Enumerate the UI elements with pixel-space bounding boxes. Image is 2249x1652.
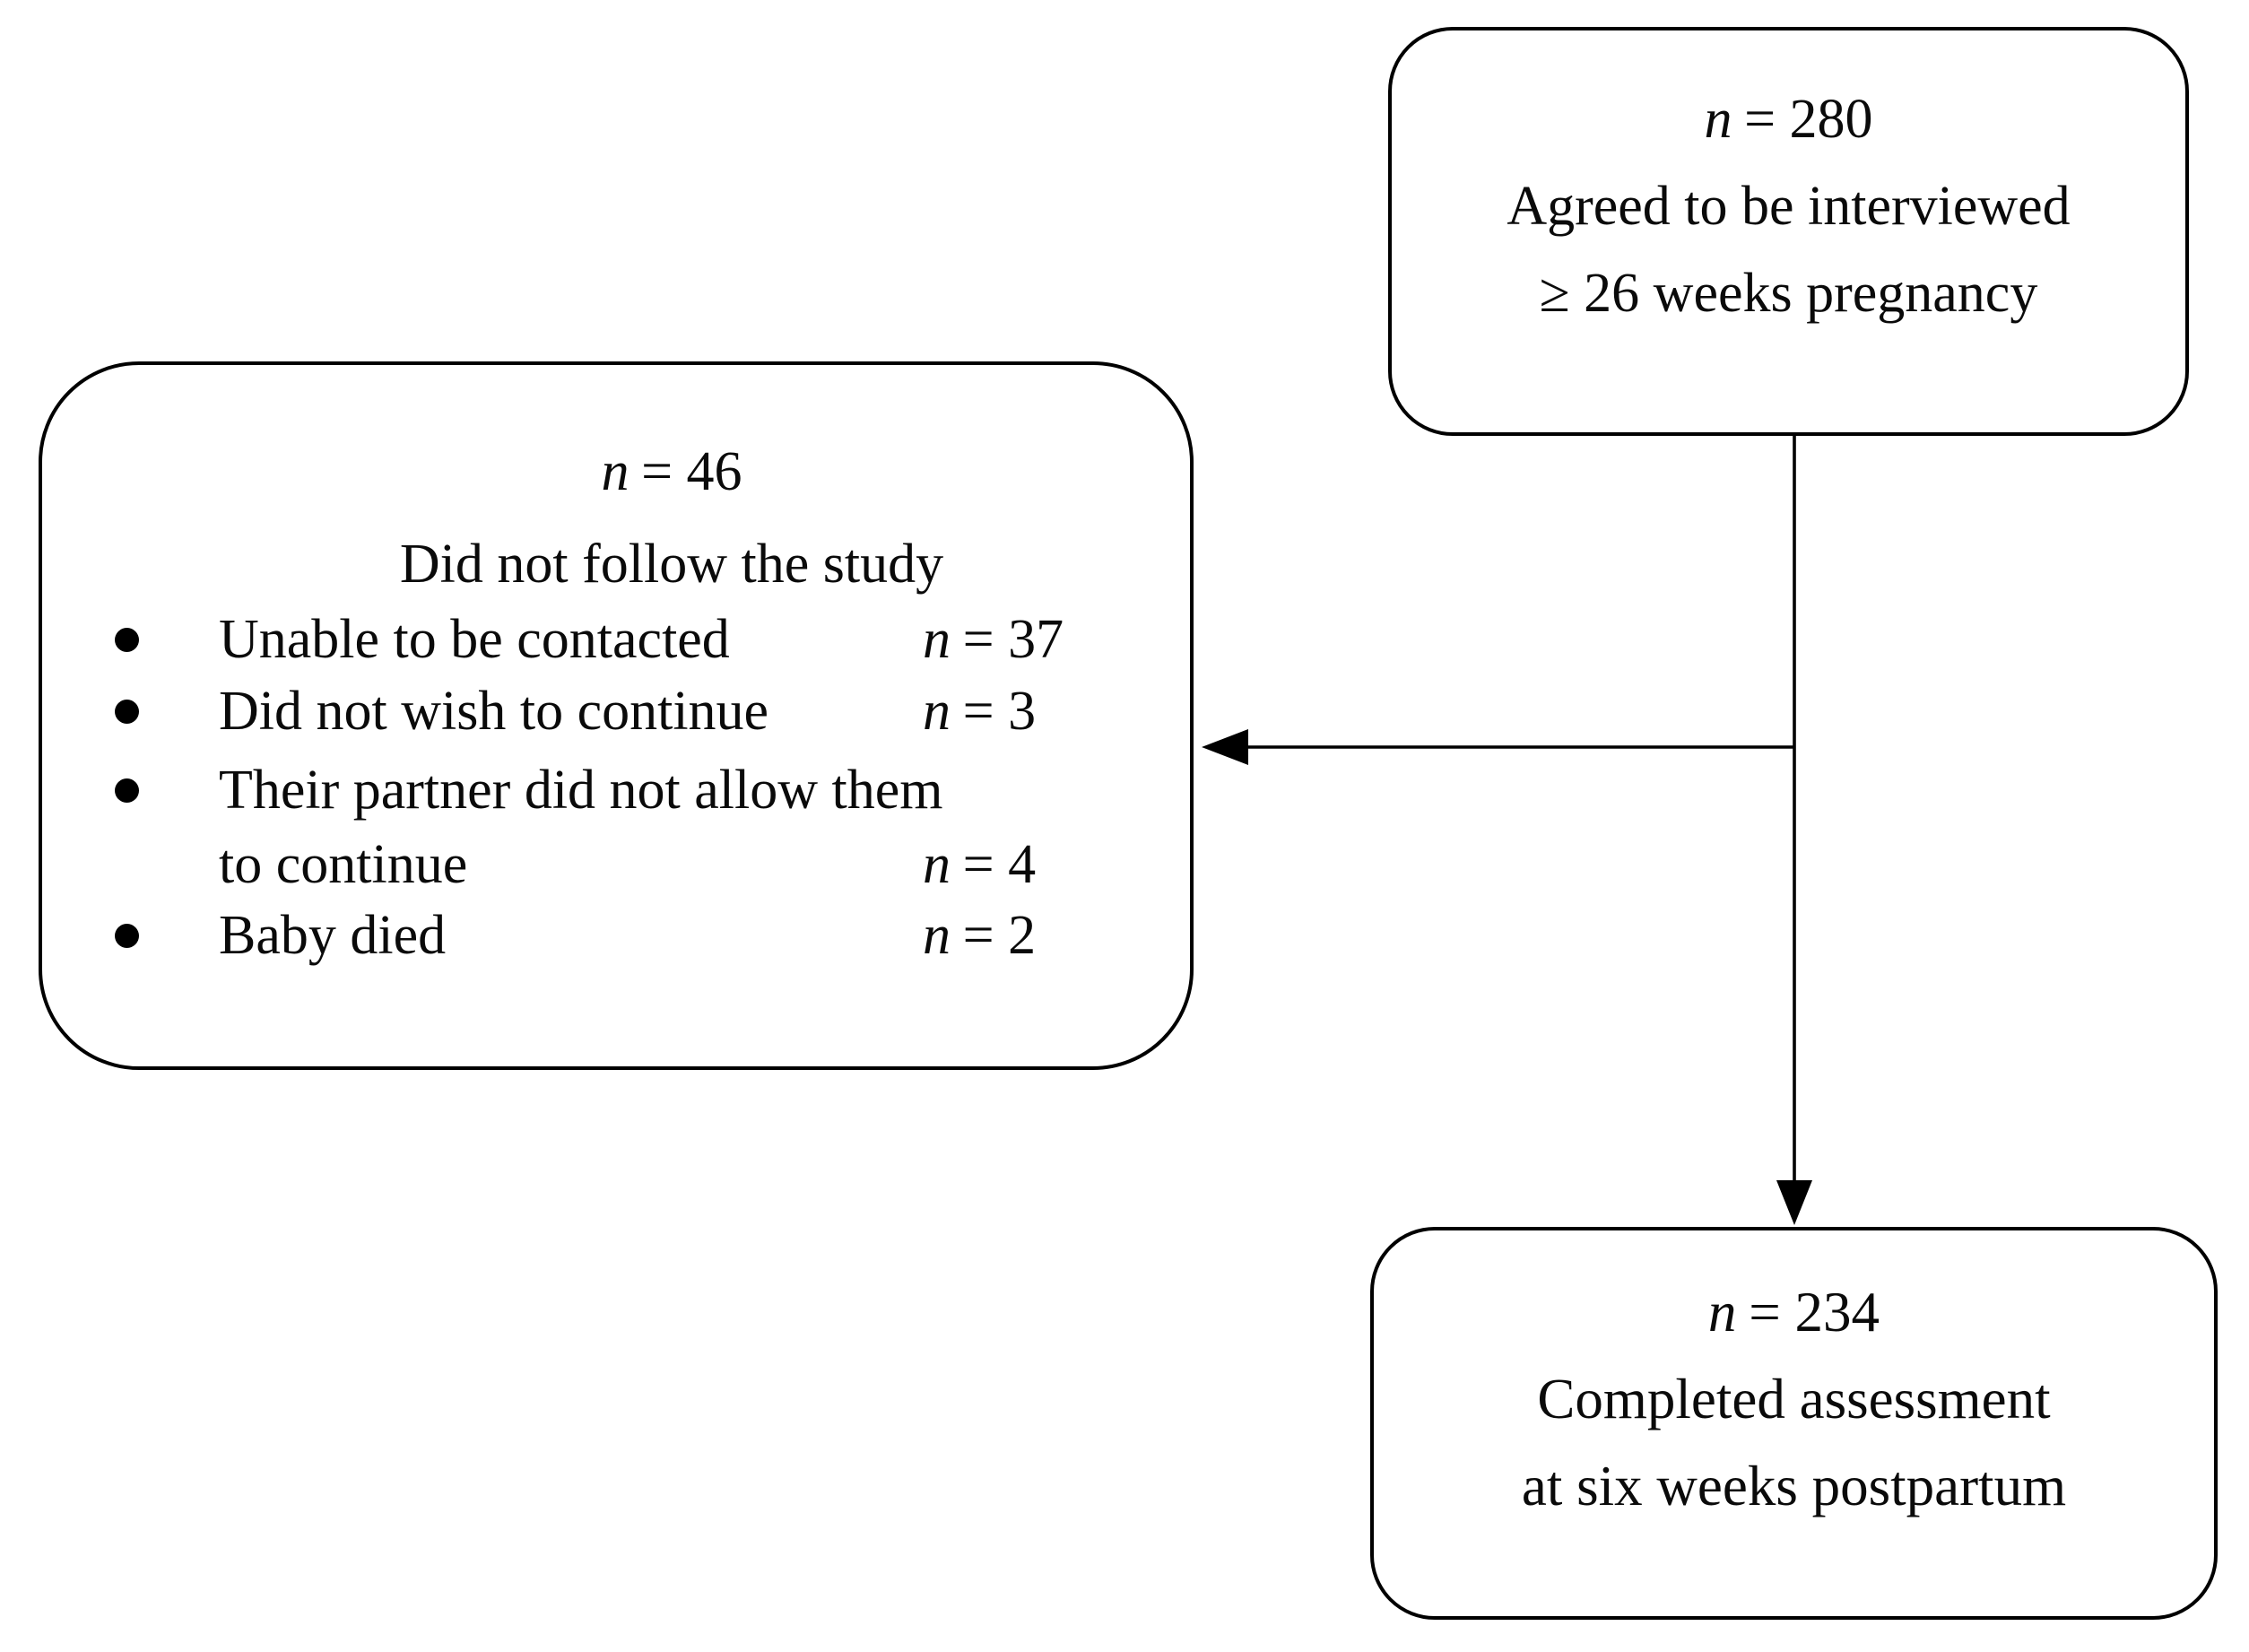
item-label-line1: Their partner did not allow them xyxy=(219,760,943,821)
bullet-icon xyxy=(115,628,139,652)
n-value: = 234 xyxy=(1749,1281,1880,1343)
node-text-line: Agreed to be interviewed xyxy=(1507,176,2071,237)
node-agreed-to-be-interviewed: n= 280 Agreed to be interviewed ≥ 26 wee… xyxy=(1388,27,2189,436)
n-symbol: n xyxy=(1704,89,1732,150)
item-label: Did not wish to continue xyxy=(219,681,769,742)
n-symbol: n xyxy=(923,681,951,742)
n-symbol: n xyxy=(923,609,951,670)
arrow-down-head xyxy=(1776,1180,1812,1225)
node-text-line: ≥ 26 weeks pregnancy xyxy=(1539,263,2038,324)
node-title: Did not follow the study xyxy=(399,534,944,595)
node-count: n= 46 xyxy=(219,435,1124,509)
arrow-left-head xyxy=(1202,729,1248,765)
n-value: = 37 xyxy=(962,609,1064,670)
item-count: n= 2 xyxy=(923,899,1036,973)
item-label: Their partner did not allow them to cont… xyxy=(219,753,943,902)
node-count: n= 280 xyxy=(1392,76,2185,163)
n-value: = 2 xyxy=(962,905,1037,966)
bullet-icon xyxy=(115,924,139,948)
item-label: Baby died xyxy=(219,905,447,966)
item-count: n= 37 xyxy=(923,603,1064,677)
node-completed-assessment: n= 234 Completed assessment at six weeks… xyxy=(1370,1227,2218,1620)
node-count: n= 234 xyxy=(1374,1269,2214,1356)
n-value: = 3 xyxy=(962,681,1037,742)
n-value: = 280 xyxy=(1744,89,1873,150)
node-did-not-follow-study: n= 46 Did not follow the study Unable to… xyxy=(39,361,1194,1070)
n-symbol: n xyxy=(923,834,951,895)
bullet-icon xyxy=(115,700,139,724)
bullet-icon xyxy=(115,778,139,803)
item-label: Unable to be contacted xyxy=(219,609,730,670)
n-symbol: n xyxy=(923,905,951,966)
n-symbol: n xyxy=(601,441,630,502)
item-label-line2: to continue xyxy=(219,834,468,895)
n-value: = 46 xyxy=(641,441,742,502)
node-text-line: at six weeks postpartum xyxy=(1521,1455,2067,1517)
item-count: n= 4 xyxy=(923,828,1036,902)
item-count: n= 3 xyxy=(923,674,1036,749)
node-text-line: Completed assessment xyxy=(1537,1368,2051,1430)
n-symbol: n xyxy=(1707,1281,1737,1343)
n-value: = 4 xyxy=(962,834,1037,895)
